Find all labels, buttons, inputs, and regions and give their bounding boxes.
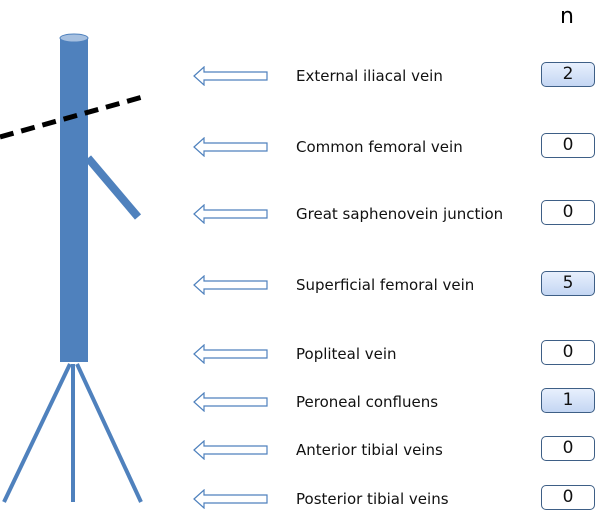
left-arrow-icon	[193, 65, 269, 87]
left-arrow-icon	[193, 343, 269, 365]
great-saphenous-branch	[84, 155, 142, 220]
vein-row: Peroneal confluens 1	[0, 387, 600, 417]
n-column-header: n	[560, 4, 574, 29]
main-vein-top	[59, 33, 89, 43]
tibial-vein-left	[2, 363, 72, 503]
vein-label: Great saphenovein junction	[296, 205, 504, 223]
vein-row: Superficial femoral vein 5	[0, 270, 600, 300]
vein-row: External iliacal vein 2	[0, 61, 600, 91]
vein-count-box: 0	[541, 340, 595, 365]
left-arrow-icon	[193, 136, 269, 158]
main-vein-trunk	[60, 37, 88, 362]
vein-label: Peroneal confluens	[296, 393, 439, 411]
vein-count-box: 0	[541, 485, 595, 510]
vein-label: Posterior tibial veins	[296, 490, 449, 508]
vein-row: Great saphenovein junction 0	[0, 199, 600, 229]
vein-row: Anterior tibial veins 0	[0, 435, 600, 465]
vein-label: Popliteal vein	[296, 345, 397, 363]
left-arrow-icon	[193, 274, 269, 296]
vein-label: External iliacal vein	[296, 67, 443, 85]
vein-count-box: 2	[541, 62, 595, 87]
vein-row: Common femoral vein 0	[0, 132, 600, 162]
vein-label: Superficial femoral vein	[296, 276, 475, 294]
vein-count-box: 0	[541, 436, 595, 461]
left-arrow-icon	[193, 391, 269, 413]
vein-label: Common femoral vein	[296, 138, 463, 156]
vein-count-box: 0	[541, 200, 595, 225]
inguinal-dashed-line	[0, 93, 147, 140]
left-arrow-icon	[193, 488, 269, 510]
vein-count-box: 1	[541, 388, 595, 413]
tibial-vein-right	[75, 363, 143, 503]
vein-count-box: 0	[541, 133, 595, 158]
left-arrow-icon	[193, 203, 269, 225]
vein-count-box: 5	[541, 271, 595, 296]
vein-label: Anterior tibial veins	[296, 441, 443, 459]
vein-row: Popliteal vein 0	[0, 339, 600, 369]
left-arrow-icon	[193, 439, 269, 461]
vein-row: Posterior tibial veins 0	[0, 484, 600, 514]
